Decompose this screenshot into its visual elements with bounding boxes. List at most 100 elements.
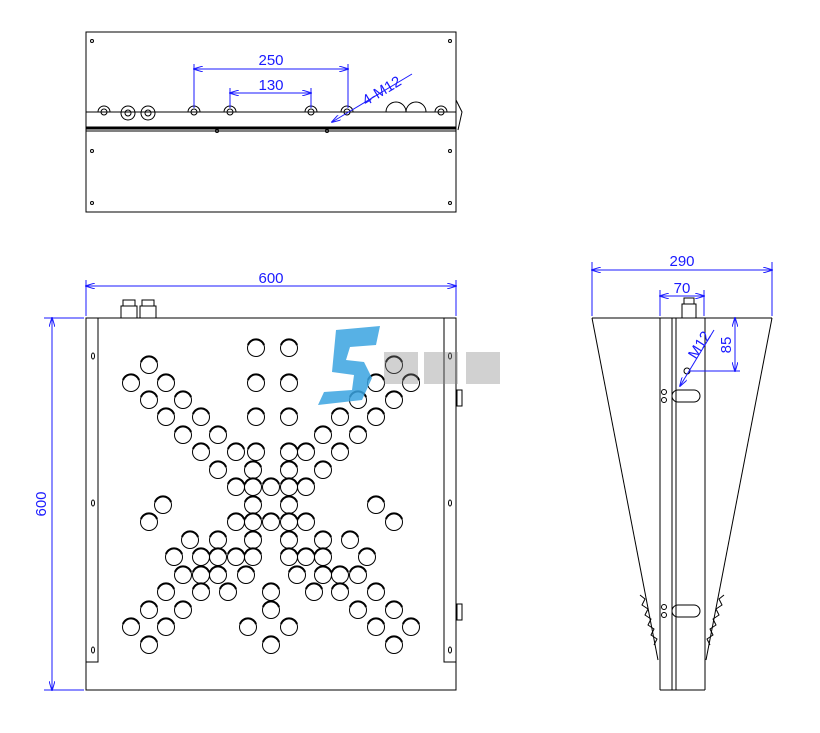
lamp-lens [385,635,403,654]
lamp-lens [385,390,403,409]
mounting-hole-center [226,108,234,116]
lamp-lens [140,600,158,619]
lamp-lens [314,460,332,479]
side-offset-label: 85 [718,337,735,354]
side-depth-label: 290 [669,253,694,270]
lamp-lens [174,565,192,584]
lamp-lens [280,512,298,531]
lamp-lens [385,600,403,619]
mounting-hole [434,105,448,113]
lamp-lens [280,338,298,357]
logo-mark-icon [318,326,380,405]
side-view [591,297,773,691]
lamp-lens [140,635,158,654]
dim-130-label: 130 [258,77,283,94]
lamp-lens [280,547,298,566]
top-view [85,31,463,213]
lamp-lens [209,547,227,566]
lamp-lens [314,547,332,566]
mounting-hole [97,105,111,113]
lamp-lens [192,582,210,601]
lamp-lens [262,512,280,531]
mounting-hole-center [343,108,351,116]
screw-dot [448,39,452,43]
lamp-lens [209,565,227,584]
lamp-lens [280,442,298,461]
lamp-lens [349,600,367,619]
lamp-lens [192,407,210,426]
lamp-lens [367,495,385,514]
lamp-lens [341,530,359,549]
screw-dot [90,39,94,43]
lamp-lens [280,373,298,392]
lamp-lens [305,582,323,601]
lamp-lens [349,565,367,584]
lamp-lens [244,512,262,531]
lamp-lens [297,477,315,496]
front-view [85,299,463,691]
lamp-lens [165,547,183,566]
screw-dot [448,201,452,205]
lamp-lens [140,390,158,409]
lamp-lens [140,355,158,374]
lamp-lens [244,460,262,479]
mounting-hole-center [307,108,315,116]
lamp-lens [219,582,237,601]
lamp-lens [385,512,403,531]
lamp-lens [402,373,420,392]
lamp-lens [192,565,210,584]
lamp-lens [157,582,175,601]
logo [318,326,500,405]
lamp-lens [331,407,349,426]
lamp-lens [262,600,280,619]
lamp-lens [174,390,192,409]
top-view-dimensions [194,64,413,122]
lamp-lens [227,547,245,566]
screw-dot [215,129,219,133]
lamp-lens [157,373,175,392]
lamp-lens [280,407,298,426]
lamp-lens [247,442,265,461]
lamp-lens [314,565,332,584]
lamp-lens [297,547,315,566]
mounting-hole-center [437,108,445,116]
lamp-lens [227,477,245,496]
side-thread-label: M12 [685,328,715,362]
lamp-lens [209,460,227,479]
lamp-lens [331,565,349,584]
screw-dot [448,149,452,153]
lamp-lens [367,617,385,636]
lamp-lens [297,512,315,531]
side-plate-label: 70 [674,280,691,297]
lamp-lens [280,477,298,496]
lamp-lens [244,547,262,566]
lamp-lens [314,530,332,549]
lamp-lens [174,600,192,619]
lamp-lens [181,530,199,549]
front-height-label: 600 [33,491,50,516]
lamp-lens [331,582,349,601]
side-view-dimensions [592,262,772,386]
dim-250-label: 250 [258,52,283,69]
mounting-hole-center [190,108,198,116]
screw-dot [90,149,94,153]
lamp-lens [209,425,227,444]
lamp-lens [247,373,265,392]
lamp-lens [367,407,385,426]
lamp-lens [140,512,158,531]
lamp-lens [157,617,175,636]
lamp-lens [280,495,298,514]
lamp-lens [247,407,265,426]
lamp-lens [349,425,367,444]
lamp-lens [402,617,420,636]
lamp-lens [227,442,245,461]
front-width-label: 600 [258,270,283,287]
lamp-lens [288,565,306,584]
lamp-lens [122,373,140,392]
lamp-lens [262,635,280,654]
lamp-lens [192,547,210,566]
lamp-lens [280,530,298,549]
lamp-lens [237,565,255,584]
